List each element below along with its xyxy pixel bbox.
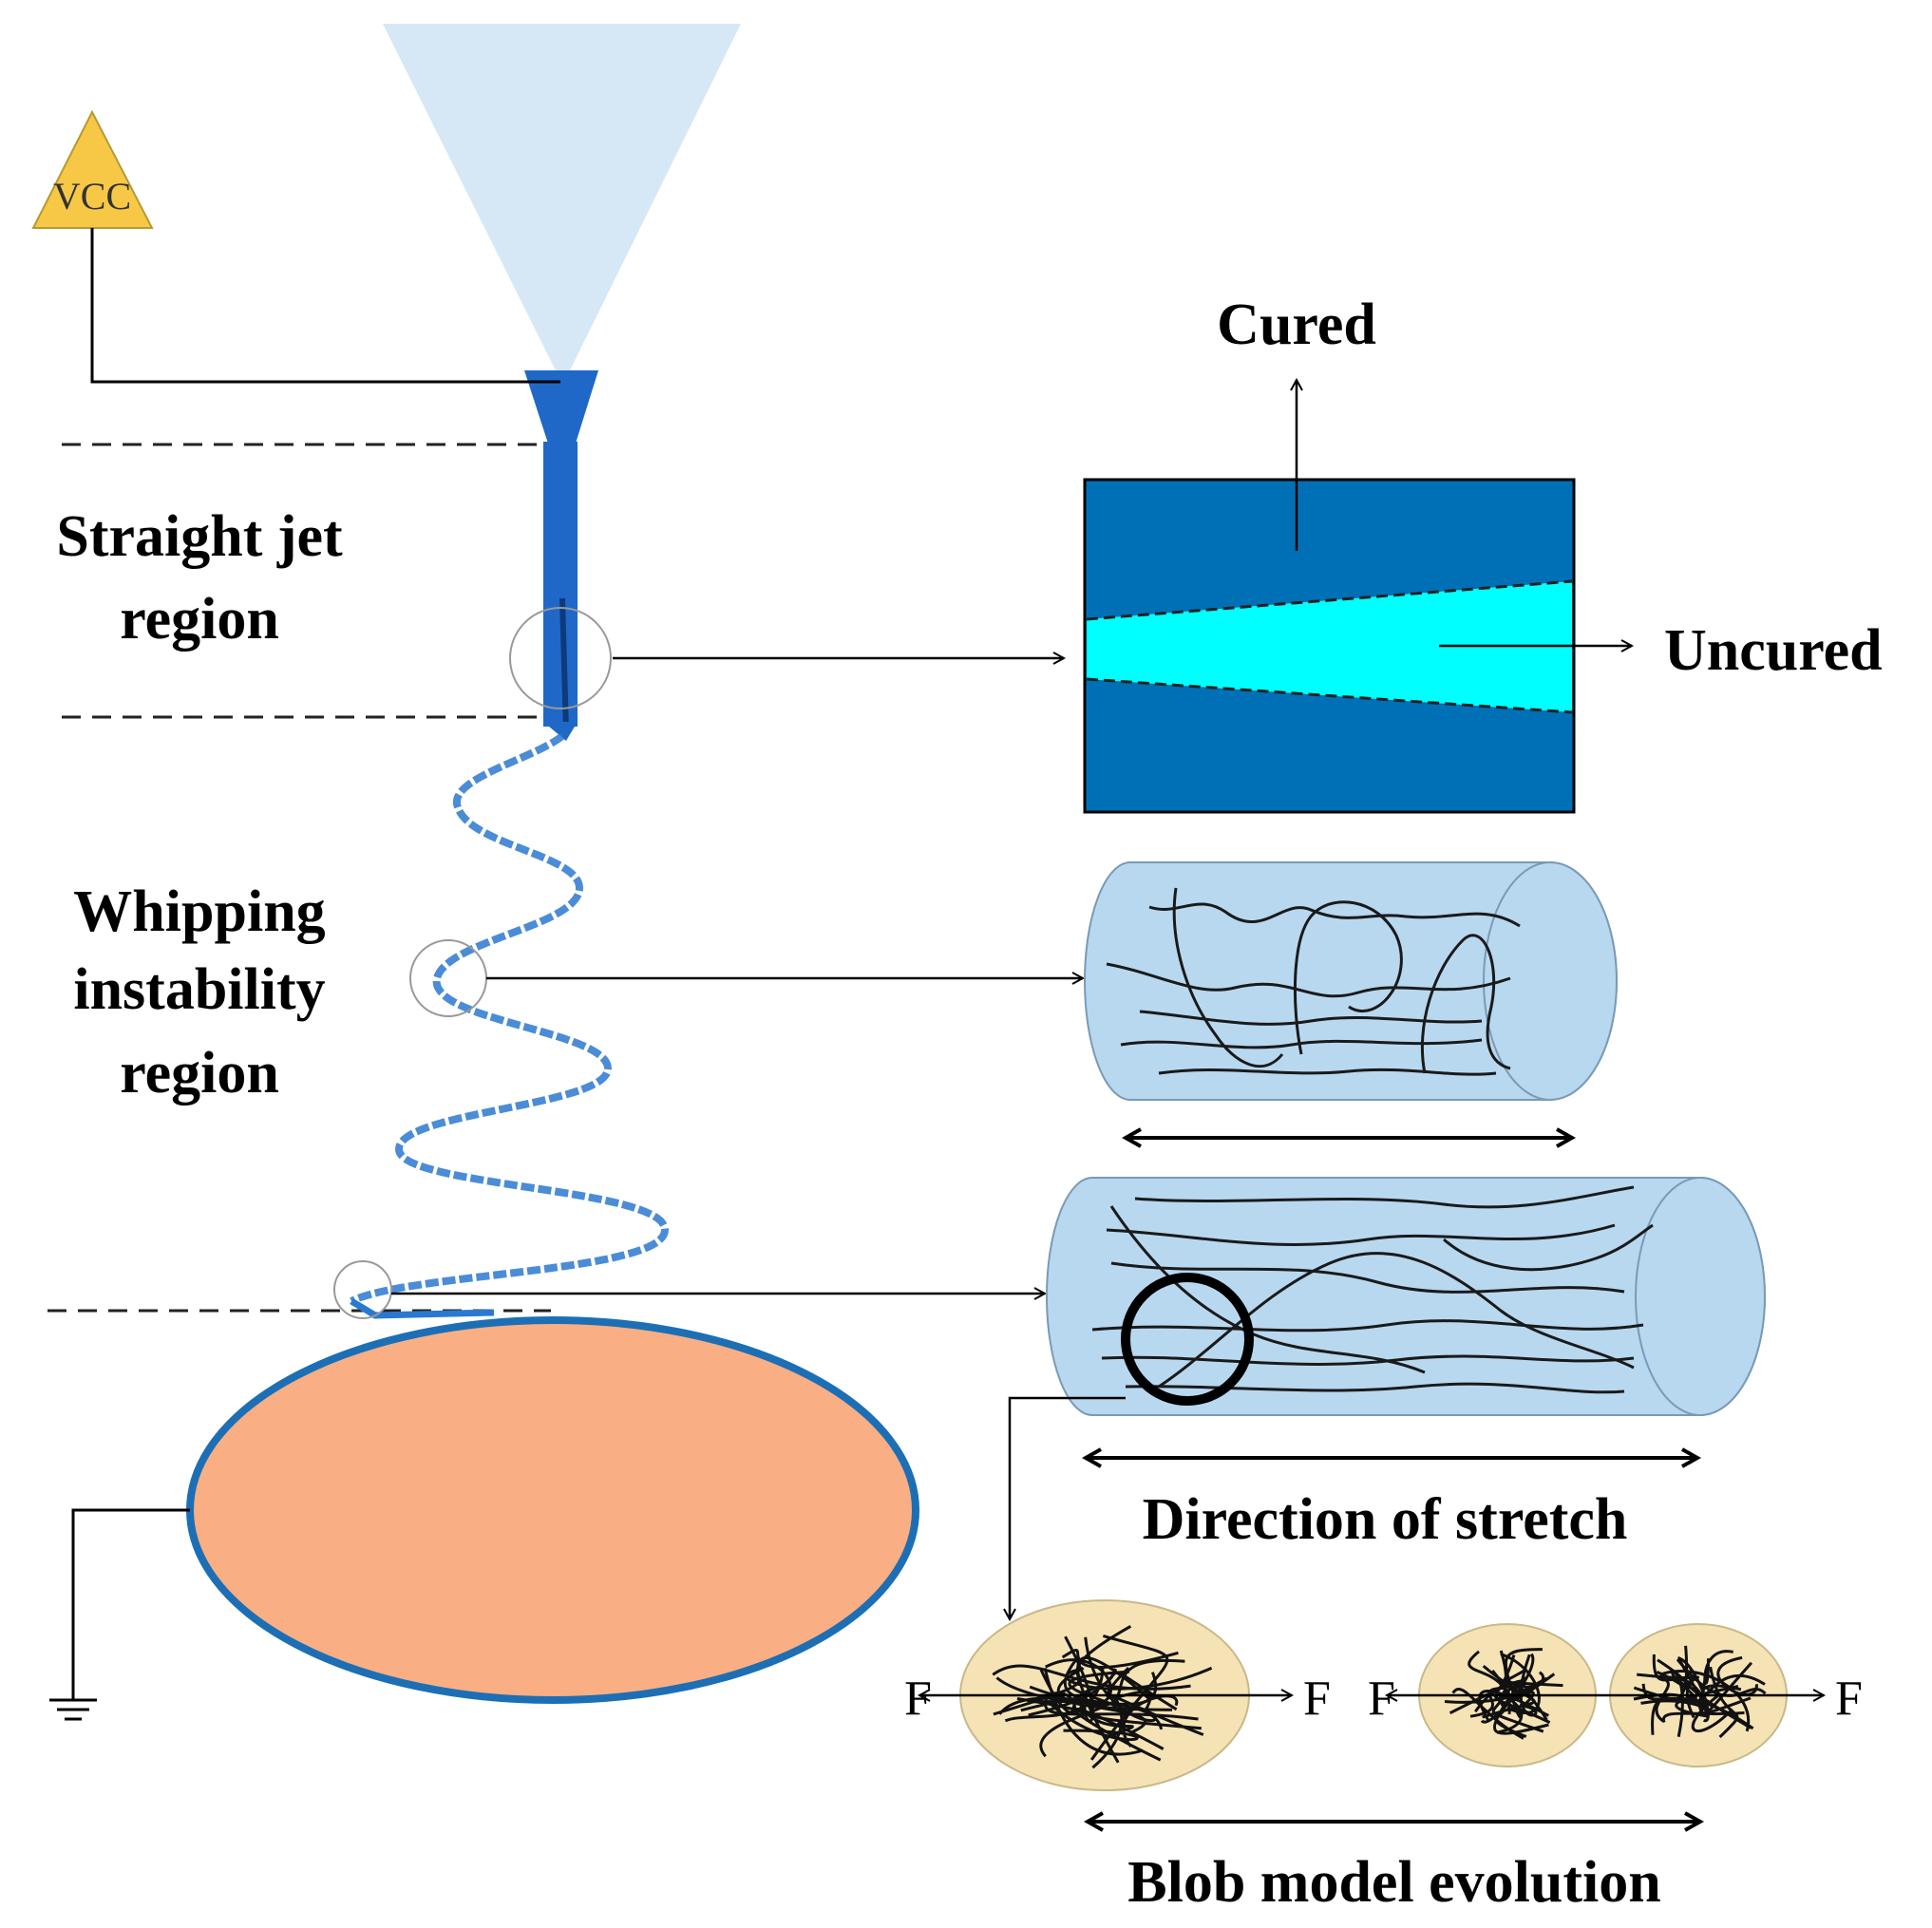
polymer-chain: [1056, 1666, 1173, 1711]
polymer-chain: [993, 1624, 1132, 1716]
force-label-2: F: [1303, 1672, 1331, 1726]
blob-model-evolution-label: Blob model evolution: [1127, 1850, 1661, 1915]
ground-symbol: [49, 1508, 190, 1721]
polymer-chain: [1076, 1695, 1134, 1737]
fiber-cylinder-relaxed: [1084, 861, 1618, 1101]
polymer-chain: [1640, 1658, 1707, 1709]
uncured-label: Uncured: [1664, 618, 1883, 683]
straight-jet-label-line1: Straight jet: [56, 504, 343, 569]
polymer-chain: [1703, 1650, 1734, 1685]
polymer-chain: [1043, 1667, 1144, 1756]
nozzle-tip: [524, 370, 598, 446]
vcc-source: VCC: [31, 109, 154, 229]
magnifier-straight: [509, 607, 612, 709]
force-label-1: F: [904, 1672, 932, 1726]
whipping-label-line3: region: [120, 1041, 279, 1106]
straight-jet-label-line2: region: [120, 587, 279, 652]
whipping-label-line1: Whipping: [73, 879, 325, 944]
polymer-chain: [992, 1664, 1191, 1691]
polymer-chain: [1043, 1698, 1199, 1721]
straight-jet: [543, 442, 578, 727]
whipping-label-line2: instability: [73, 957, 325, 1022]
magnifier-base: [333, 1260, 392, 1319]
polymer-chain: [1444, 1671, 1545, 1704]
direction-of-stretch-label: Direction of stretch: [1143, 1487, 1628, 1552]
arrow-to-blob: [1010, 1396, 1126, 1619]
polymer-chain: [1061, 1649, 1179, 1669]
polymer-chain: [1048, 1700, 1139, 1742]
whipping-jet: [350, 732, 670, 1305]
polymer-chain: [1122, 1694, 1179, 1748]
spinneret-cone: [383, 24, 741, 370]
cured-label: Cured: [1217, 293, 1376, 357]
polymer-chain: [1491, 1669, 1522, 1719]
uncured-core: [1087, 581, 1572, 712]
force-label-3: F: [1368, 1672, 1395, 1726]
polymer-chain: [1020, 1696, 1089, 1712]
polymer-chain: [1671, 1670, 1701, 1737]
polymer-chain: [1676, 1656, 1710, 1722]
magnifier-whipping: [409, 939, 487, 1017]
collector: [186, 1316, 919, 1704]
fiber-cylinder-stretched: [1046, 1177, 1766, 1416]
polymer-chain: [1084, 1636, 1157, 1723]
vcc-label: VCC: [53, 175, 131, 217]
blob-magnifier: [1121, 1273, 1254, 1406]
vcc-wire: [90, 228, 560, 384]
polymer-chain: [1641, 1683, 1754, 1730]
force-label-4: F: [1835, 1672, 1863, 1726]
